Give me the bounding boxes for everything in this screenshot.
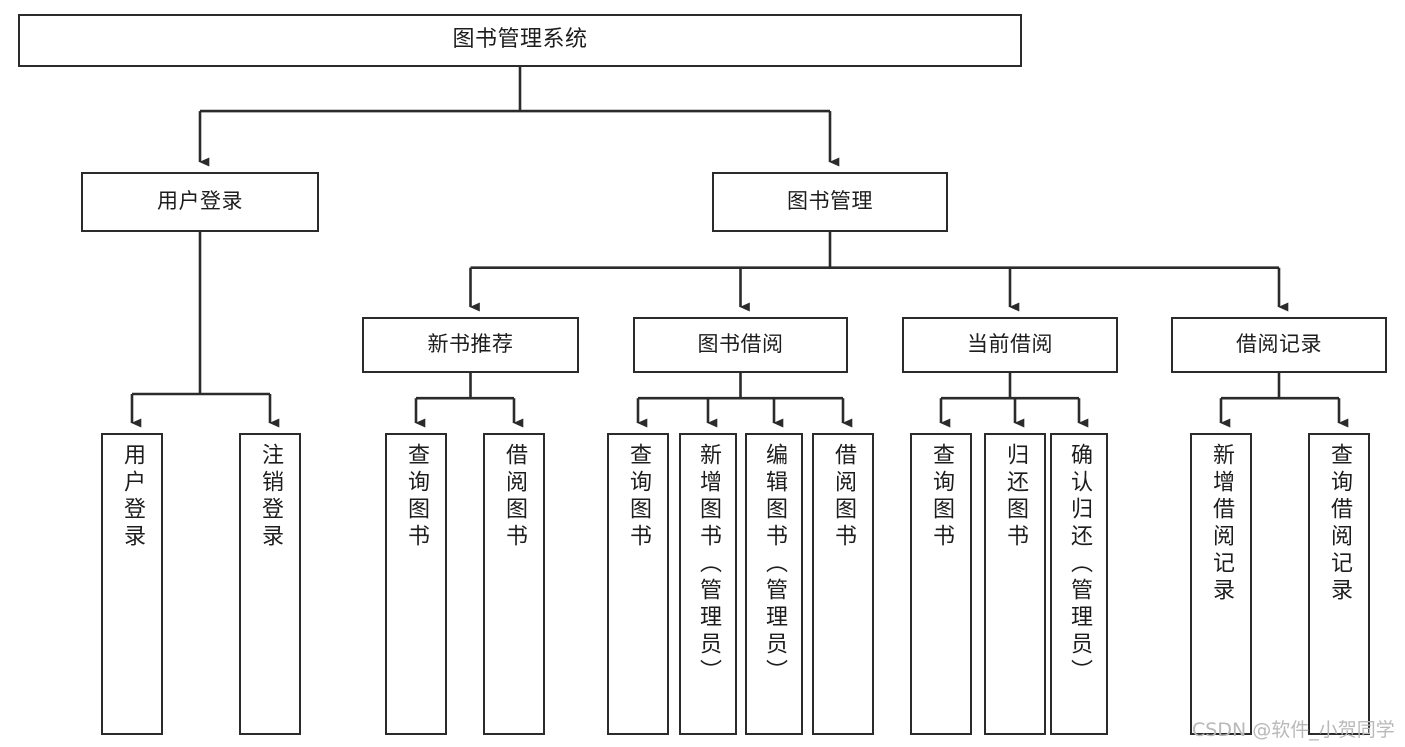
node-label: 用户登录 — [120, 443, 145, 551]
node-label: 借阅图书 — [831, 443, 856, 551]
node-l-edit: 编辑图书（管理员） — [745, 433, 803, 735]
node-borrow: 图书借阅 — [633, 317, 848, 373]
node-current: 当前借阅 — [902, 317, 1118, 373]
node-l-confirm: 确认归还（管理员） — [1050, 433, 1108, 735]
node-label: 用户登录 — [157, 189, 243, 214]
node-label: 借阅记录 — [1236, 332, 1322, 357]
node-l-queryrec: 查询借阅记录 — [1308, 433, 1370, 735]
node-label: 编辑图书（管理员） — [762, 443, 787, 686]
node-l-query1: 查询图书 — [385, 433, 447, 735]
node-records: 借阅记录 — [1171, 317, 1387, 373]
node-l-logout: 注销登录 — [239, 433, 301, 735]
node-bookmgmt: 图书管理 — [712, 172, 948, 232]
node-l-borrow2: 借阅图书 — [812, 433, 874, 735]
node-newbooks: 新书推荐 — [362, 317, 579, 373]
node-l-return: 归还图书 — [984, 433, 1046, 735]
node-l-query3: 查询图书 — [910, 433, 972, 735]
node-l-login: 用户登录 — [101, 433, 163, 735]
watermark-text: CSDN @软件_小贺同学 — [1192, 719, 1395, 741]
node-label: 图书管理系统 — [452, 27, 588, 53]
node-l-add: 新增图书（管理员） — [679, 433, 737, 735]
node-label: 新增图书（管理员） — [696, 443, 721, 686]
node-l-addrec: 新增借阅记录 — [1190, 433, 1252, 735]
node-label: 新增借阅记录 — [1209, 443, 1234, 605]
node-label: 注销登录 — [258, 443, 283, 551]
node-label: 借阅图书 — [502, 443, 527, 551]
node-label: 确认归还（管理员） — [1067, 443, 1092, 686]
node-l-borrow1: 借阅图书 — [483, 433, 545, 735]
node-label: 查询借阅记录 — [1327, 443, 1352, 605]
node-label: 新书推荐 — [427, 332, 514, 357]
node-label: 图书借阅 — [697, 332, 784, 357]
node-login: 用户登录 — [81, 172, 319, 232]
node-label: 查询图书 — [626, 443, 651, 551]
node-label: 当前借阅 — [967, 332, 1053, 357]
node-label: 图书管理 — [787, 189, 873, 214]
node-l-query2: 查询图书 — [607, 433, 669, 735]
node-label: 查询图书 — [929, 443, 954, 551]
node-label: 查询图书 — [404, 443, 429, 551]
node-label: 归还图书 — [1003, 443, 1028, 551]
node-root: 图书管理系统 — [18, 14, 1022, 67]
